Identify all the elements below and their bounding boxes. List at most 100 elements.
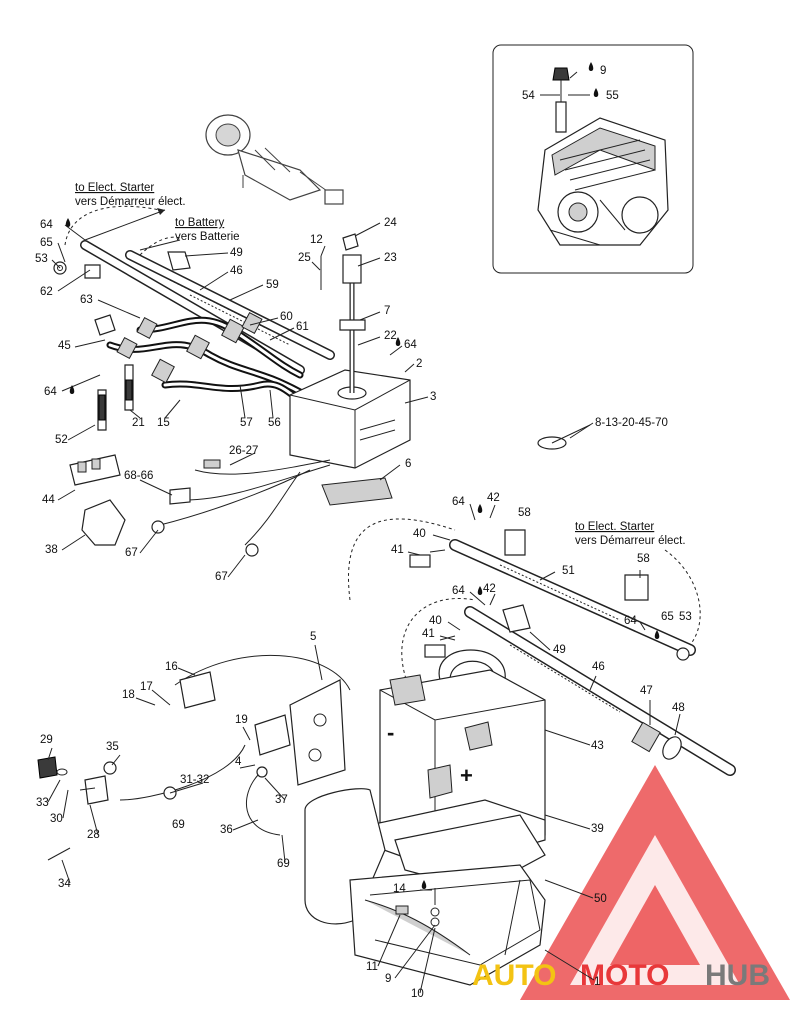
callout: 60 (280, 311, 293, 323)
starter-motor (205, 114, 344, 205)
callout-numbers: 9 54 55 24 12 25 23 64 65 53 62 49 46 59… (35, 65, 692, 1000)
callout: 44 (42, 494, 55, 506)
callout: 37 (275, 794, 288, 806)
drop-icon (588, 62, 594, 71)
callout: 40 (429, 615, 442, 627)
callout: 65 (40, 237, 53, 249)
callout: 53 (679, 611, 692, 623)
callout: 10 (411, 988, 424, 1000)
main-harness (80, 240, 335, 404)
annotation-notes: to Elect. Starter vers Démarreur élect. … (75, 182, 686, 547)
callout: 46 (230, 265, 243, 277)
callout: 45 (58, 340, 71, 352)
callout: 64 (452, 496, 465, 508)
callout: 23 (384, 252, 397, 264)
callout: 39 (591, 823, 604, 835)
sealant-drops (65, 62, 660, 889)
callout: 28 (87, 829, 100, 841)
callout: 67 (125, 547, 138, 559)
callout: 49 (553, 644, 566, 656)
callout: 1 (594, 976, 600, 988)
callout: 43 (591, 740, 604, 752)
drop-icon (477, 504, 483, 513)
callout: 12 (310, 234, 323, 246)
callout: 21 (132, 417, 145, 429)
watermark-hub: HUB (705, 959, 770, 992)
drop-icon (593, 88, 599, 97)
callout: 50 (594, 893, 607, 905)
drop-icon (477, 586, 483, 595)
drop-icon (65, 218, 71, 227)
callout: 35 (106, 741, 119, 753)
battery-minus: - (387, 720, 394, 745)
callout: 34 (58, 878, 71, 890)
callout: 18 (122, 689, 135, 701)
callout: 69 (277, 858, 290, 870)
drop-icon (421, 880, 427, 889)
callout: 11 (366, 961, 378, 973)
callout: 30 (50, 813, 63, 825)
callout: 57 (240, 417, 253, 429)
note-vers-demarreur-top: vers Démarreur élect. (75, 196, 186, 208)
inset-frame (492, 44, 694, 274)
callout: 58 (637, 553, 650, 565)
callout: 15 (157, 417, 170, 429)
callout-leaders (47, 71, 681, 994)
callout: 68-66 (124, 470, 153, 482)
callout: 59 (266, 279, 279, 291)
callout: 69 (172, 819, 185, 831)
solenoid-plate (103, 654, 351, 836)
callout: 49 (230, 247, 243, 259)
callout: 9 (385, 973, 391, 985)
battery-assembly: - + (304, 649, 546, 986)
callout: 29 (40, 734, 53, 746)
watermark-moto: MOTO (580, 959, 669, 992)
callout: 19 (235, 714, 248, 726)
battery-plus: + (460, 763, 473, 788)
note-vers-demarreur-right: vers Démarreur élect. (575, 535, 686, 547)
callout: 63 (80, 294, 93, 306)
callout: 42 (487, 492, 500, 504)
callout: 65 (661, 611, 674, 623)
engine-inset (492, 44, 694, 274)
callout: 36 (220, 824, 233, 836)
callout: 56 (268, 417, 281, 429)
callout: 16 (165, 661, 178, 673)
note-to-elect-starter-top: to Elect. Starter (75, 182, 154, 194)
callout: 5 (310, 631, 316, 643)
callout: 9 (600, 65, 606, 77)
callout: 40 (413, 528, 426, 540)
callout: 61 (296, 321, 309, 333)
drop-icon (69, 385, 75, 394)
callout: 51 (562, 565, 575, 577)
callout: 22 (384, 330, 397, 342)
callout: 52 (55, 434, 68, 446)
bolt-hardware (395, 888, 440, 927)
callout: 64 (44, 386, 57, 398)
fuse-block-44 (69, 454, 191, 546)
callout: 14 (393, 883, 406, 895)
note-to-battery: to Battery (175, 217, 224, 229)
callout: 7 (384, 305, 390, 317)
battery-cables-right (409, 529, 736, 776)
callout: 31-32 (180, 774, 209, 786)
callout: 3 (430, 391, 436, 403)
key-switch-parts (37, 756, 109, 861)
callout: 64 (404, 339, 417, 351)
note-vers-batterie: vers Batterie (175, 231, 240, 243)
callout: 24 (384, 217, 397, 229)
wire-clip (537, 424, 591, 450)
callout: 41 (422, 628, 435, 640)
watermark-logo: AUTO MOTO HUB (472, 765, 790, 1000)
callout: 48 (672, 702, 685, 714)
callout: 17 (140, 681, 153, 693)
strap-6 (321, 477, 393, 506)
callout: 42 (483, 583, 496, 595)
callout: 38 (45, 544, 58, 556)
callout: 41 (391, 544, 404, 556)
callout: 58 (518, 507, 531, 519)
callout: 64 (40, 219, 53, 231)
watermark-auto: AUTO (472, 959, 556, 992)
wires-26-27 (151, 459, 331, 557)
